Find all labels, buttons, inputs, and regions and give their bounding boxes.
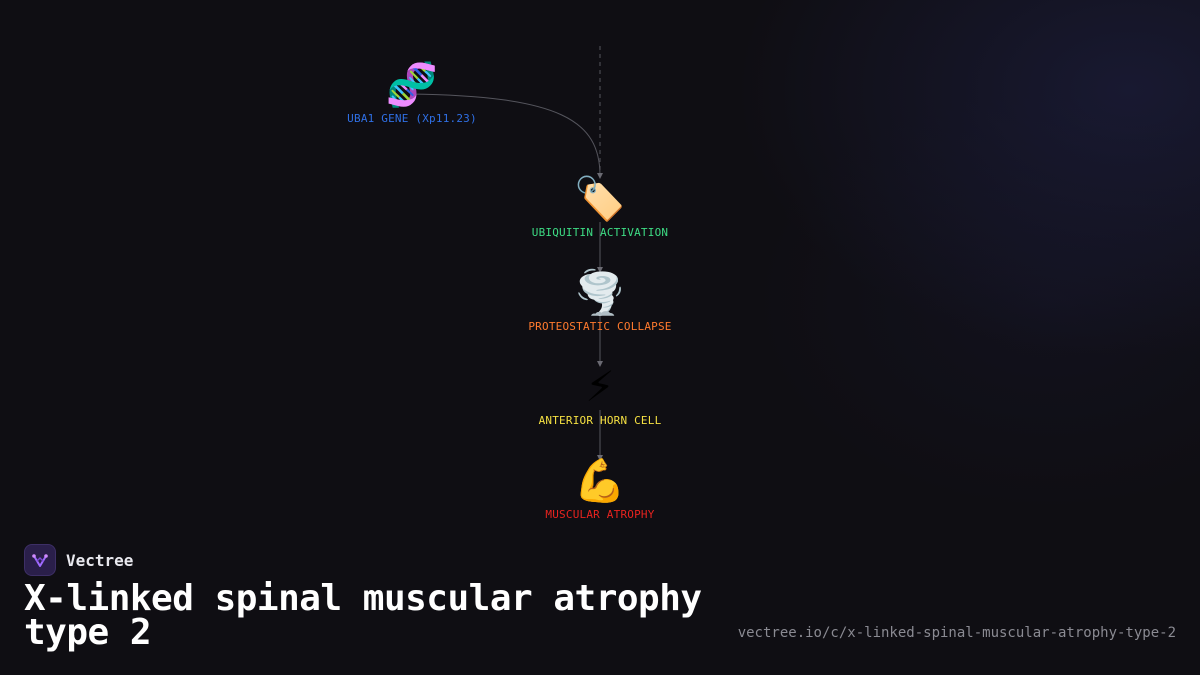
- page-title: X-linked spinal muscular atrophy type 2: [24, 578, 702, 653]
- vectree-logo-icon: [24, 544, 56, 576]
- page-url[interactable]: vectree.io/c/x-linked-spinal-muscular-at…: [737, 625, 1176, 641]
- lightning-icon: ⚡: [585, 362, 615, 411]
- node-proteostatic-collapse[interactable]: 🌪️ PROTEOSTATIC COLLAPSE: [500, 268, 700, 333]
- node-label: MUSCULAR ATROPHY: [545, 508, 655, 521]
- brand-name: Vectree: [66, 550, 134, 570]
- brand[interactable]: Vectree: [24, 544, 133, 576]
- node-ubiquitin-activation[interactable]: 🏷️ UBIQUITIN ACTIVATION: [500, 174, 700, 239]
- tag-icon: 🏷️: [573, 174, 627, 223]
- node-uba1-gene[interactable]: 🧬 UBA1 GENE (Xp11.23): [312, 60, 512, 125]
- flexed-biceps-icon: 💪: [573, 456, 627, 505]
- node-label: UBIQUITIN ACTIVATION: [531, 226, 669, 239]
- node-label: ANTERIOR HORN CELL: [538, 414, 662, 427]
- edge-gene-to-ubiquitin: [409, 93, 603, 179]
- node-label: UBA1 GENE (Xp11.23): [347, 112, 477, 125]
- tornado-icon: 🌪️: [573, 268, 627, 317]
- dna-icon: 🧬: [385, 60, 439, 109]
- node-label: PROTEOSTATIC COLLAPSE: [528, 320, 672, 333]
- node-muscular-atrophy[interactable]: 💪 MUSCULAR ATROPHY: [500, 456, 700, 521]
- node-anterior-horn-cell[interactable]: ⚡ ANTERIOR HORN CELL: [500, 362, 700, 427]
